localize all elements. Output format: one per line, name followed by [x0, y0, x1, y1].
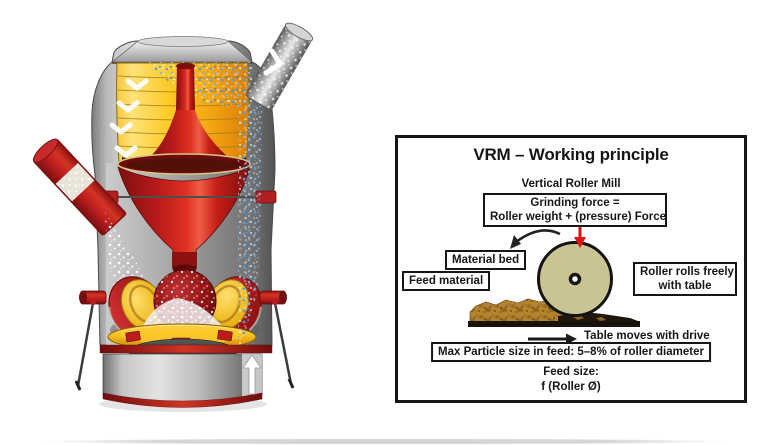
- feed-size-label: Feed size:: [543, 366, 599, 378]
- grinding-force-line2: Roller weight + (pressure) Force: [490, 211, 667, 224]
- downflow-chevron-icons: [109, 78, 149, 158]
- roller-rolls-line2: with table: [658, 280, 712, 293]
- max-particle-box: Max Particle size in feed: 5–8% of rolle…: [431, 342, 711, 363]
- page-bottom-shadow: [40, 439, 728, 444]
- panel-title: VRM – Working principle: [473, 145, 669, 164]
- roller-rolls-line1: Roller rolls freely: [640, 266, 734, 278]
- table-moves-label: Table moves with drive: [584, 330, 710, 342]
- air-stream-column: [238, 106, 262, 345]
- panel-subtitle: Vertical Roller Mill: [521, 178, 621, 190]
- material-bed-mound: [468, 298, 640, 327]
- mill-illustration: [32, 22, 314, 412]
- dust-overlay: [148, 62, 252, 108]
- feed-material-label: Feed material: [402, 271, 491, 292]
- support-pins: [79, 290, 287, 305]
- air-inlet-arrow-icon: [242, 354, 262, 395]
- feed-size-formula: f (Roller Ø): [541, 381, 601, 393]
- grinding-force-line1: Grinding force =: [530, 197, 620, 209]
- support-legs: [74, 299, 295, 391]
- vrm-working-principle-panel: VRM – Working principle Vertical Roller …: [395, 135, 747, 403]
- roller-hub: [568, 272, 582, 286]
- roller: [537, 241, 613, 317]
- roller-schematic: [468, 223, 640, 345]
- roller-rotation-arrow: [510, 229, 561, 249]
- table-motion-arrow: [528, 333, 577, 345]
- mill-base: [99, 344, 273, 412]
- grinding-force-box: Grinding force = Roller weight + (pressu…: [483, 193, 667, 228]
- roller-rolls-label: Roller rolls freely with table: [633, 262, 737, 297]
- outlet-duct: [245, 22, 314, 111]
- upflow-chevron-icon: [263, 48, 283, 76]
- table-strip: [468, 321, 640, 327]
- material-bed-label: Material bed: [445, 250, 527, 271]
- feed-chute: [32, 138, 127, 236]
